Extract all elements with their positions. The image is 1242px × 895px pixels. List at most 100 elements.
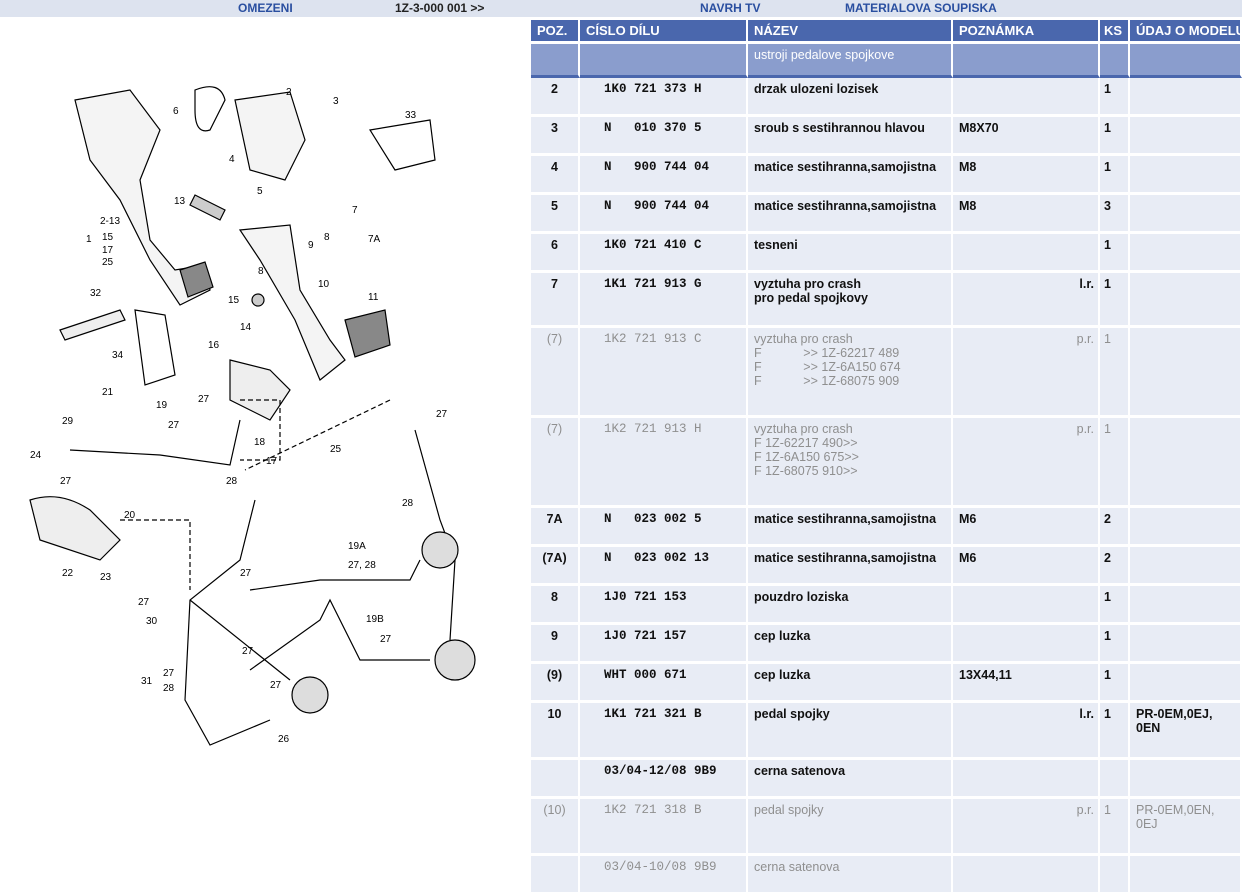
pos-cell: 7A [531, 508, 580, 547]
part-number-cell[interactable]: 1J0 721 153 [580, 586, 748, 625]
side-text: l.r. [1079, 277, 1094, 291]
callout-label: 10 [318, 279, 330, 290]
col-qty[interactable]: KS [1100, 20, 1130, 44]
name-cell: pedal spojky [748, 703, 953, 760]
table-row[interactable]: 8 1J0 721 153 pouzdro loziska 1 [531, 586, 1242, 625]
name-cell: pedal spojky [748, 799, 953, 856]
table-row[interactable]: 7A N 023 002 5 matice sestihranna,samoji… [531, 508, 1242, 547]
part-number-cell[interactable]: 03/04-10/08 9B9 [580, 856, 748, 895]
callout-label: 21 [102, 387, 114, 398]
table-row[interactable]: 9 1J0 721 157 cep luzka 1 [531, 625, 1242, 664]
callout-label: 25 [102, 257, 114, 268]
col-pos[interactable]: POZ. [531, 20, 580, 44]
table-row[interactable]: (10) 1K2 721 318 B pedal spojky p.r. 1 P… [531, 799, 1242, 856]
table-row[interactable]: 10 1K1 721 321 B pedal spojky l.r. 1 PR-… [531, 703, 1242, 760]
table-row[interactable]: 3 N 010 370 5 sroub s sestihrannou hlavo… [531, 117, 1242, 156]
table-row[interactable]: (7A) N 023 002 13 matice sestihranna,sam… [531, 547, 1242, 586]
callout-label: 4 [229, 154, 235, 165]
col-model[interactable]: ÚDAJ O MODELU [1130, 20, 1242, 44]
pos-cell: (9) [531, 664, 580, 703]
part-number-cell[interactable]: N 023 002 13 [580, 547, 748, 586]
note-cell: p.r. [953, 328, 1100, 418]
qty-cell: 1 [1100, 156, 1130, 195]
table-row[interactable]: (9) WHT 000 671 cep luzka 13X44,11 1 [531, 664, 1242, 703]
part-number-cell[interactable]: 1J0 721 157 [580, 625, 748, 664]
soupiska-link[interactable]: MATERIALOVA SOUPISKA [845, 1, 997, 15]
navrh-link[interactable]: NAVRH TV [700, 1, 761, 15]
qty-cell: 1 [1100, 586, 1130, 625]
note-text: M8 [959, 160, 977, 174]
name-line: vyztuha pro crash [754, 332, 853, 346]
name-line: cerna satenova [754, 764, 846, 778]
model-cell [1130, 856, 1242, 895]
callout-label: 29 [62, 416, 74, 427]
model-cell [1130, 760, 1242, 799]
qty-cell: 1 [1100, 117, 1130, 156]
range-link[interactable]: 1Z-3-000 001 >> [395, 1, 485, 15]
part-number-cell[interactable]: 1K1 721 321 B [580, 703, 748, 760]
callout-label: 27 [240, 568, 252, 579]
qty-cell [1100, 856, 1130, 895]
callout-label: 27 [436, 409, 448, 420]
model-cell [1130, 234, 1242, 273]
table-row[interactable]: 5 N 900 744 04 matice sestihranna,samoji… [531, 195, 1242, 234]
table-row[interactable]: 03/04-10/08 9B9 cerna satenova [531, 856, 1242, 895]
part-number-cell[interactable]: 1K2 721 318 B [580, 799, 748, 856]
table-row[interactable]: 2 1K0 721 373 H drzak ulozeni lozisek 1 [531, 78, 1242, 117]
part-number-cell[interactable]: N 900 744 04 [580, 156, 748, 195]
note-cell: M8 [953, 195, 1100, 234]
group-row: ustroji pedalove spojkove [531, 44, 1242, 78]
pos-cell [531, 760, 580, 799]
note-cell [953, 625, 1100, 664]
callout-label: 32 [90, 288, 102, 299]
name-cell: cerna satenova [748, 760, 953, 799]
col-name[interactable]: NÁZEV [748, 20, 953, 44]
callout-label: 9 [308, 240, 314, 251]
qty-cell [1100, 760, 1130, 799]
col-note[interactable]: POZNÁMKA [953, 20, 1100, 44]
callout-label: 7A [368, 234, 381, 245]
pos-cell: 7 [531, 273, 580, 328]
name-line: sroub s sestihrannou hlavou [754, 121, 925, 135]
part-number-cell[interactable]: 1K0 721 410 C [580, 234, 748, 273]
name-line: matice sestihranna,samojistna [754, 551, 937, 565]
part-number-cell[interactable]: 1K0 721 373 H [580, 78, 748, 117]
name-line: pouzdro loziska [754, 590, 849, 604]
part-number-cell[interactable]: N 023 002 5 [580, 508, 748, 547]
part-number-cell[interactable]: WHT 000 671 [580, 664, 748, 703]
note-cell [953, 78, 1100, 117]
model-cell [1130, 664, 1242, 703]
callout-label: 16 [208, 340, 220, 351]
part-number-cell[interactable]: 1K2 721 913 C [580, 328, 748, 418]
model-cell [1130, 156, 1242, 195]
side-text: p.r. [1076, 803, 1094, 817]
callout-label: 2 [286, 87, 292, 98]
callout-label: 27 [163, 668, 175, 679]
note-cell: 13X44,11 [953, 664, 1100, 703]
callout-label: 15 [102, 232, 114, 243]
part-number-cell[interactable]: 1K1 721 913 G [580, 273, 748, 328]
callout-label: 27 [380, 634, 392, 645]
part-number-cell[interactable]: 1K2 721 913 H [580, 418, 748, 508]
part-number-cell[interactable]: N 900 744 04 [580, 195, 748, 234]
table-row[interactable]: 03/04-12/08 9B9 cerna satenova [531, 760, 1242, 799]
qty-cell: 1 [1100, 664, 1130, 703]
name-line: pedal spojky [754, 803, 824, 817]
part-number-cell[interactable]: 03/04-12/08 9B9 [580, 760, 748, 799]
table-row[interactable]: 6 1K0 721 410 C tesneni 1 [531, 234, 1242, 273]
col-part-number[interactable]: CÍSLO DÍLU [580, 20, 748, 44]
note-cell: M6 [953, 547, 1100, 586]
note-cell: p.r. [953, 418, 1100, 508]
side-text: l.r. [1079, 707, 1094, 721]
name-cell: pouzdro loziska [748, 586, 953, 625]
part-number-cell[interactable]: N 010 370 5 [580, 117, 748, 156]
omezeni-link[interactable]: OMEZENI [238, 1, 293, 15]
note-cell: p.r. [953, 799, 1100, 856]
name-line: vyztuha pro crash [754, 277, 861, 291]
group-title: ustroji pedalove spojkove [748, 44, 953, 78]
table-row[interactable]: 4 N 900 744 04 matice sestihranna,samoji… [531, 156, 1242, 195]
